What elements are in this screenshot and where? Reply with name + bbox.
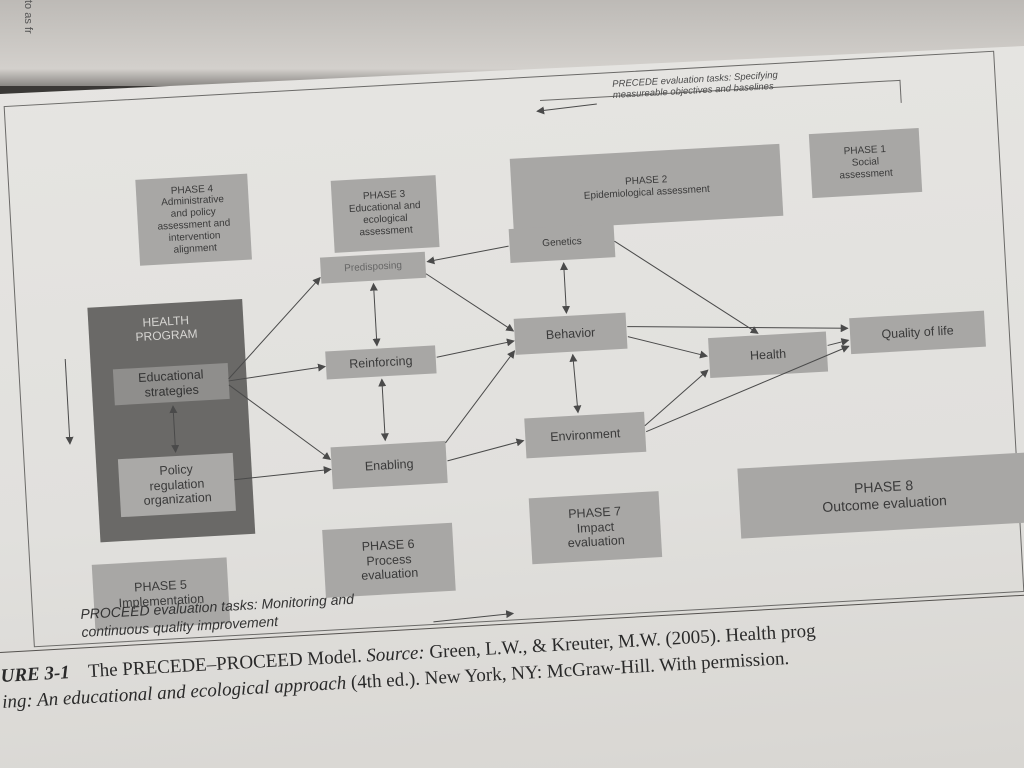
arrow-reinforcing-behavior: [436, 338, 515, 358]
arrow-edu-predisposing: [228, 276, 321, 380]
arrow-precede-left: [536, 103, 597, 115]
arrow-behavior-environment: [569, 353, 582, 414]
diagram-arrows: [64, 103, 850, 623]
arrow-enabling-environment: [447, 438, 525, 462]
arrow-genetics-behavior: [560, 262, 571, 314]
arrow-predisposing-reinforcing: [369, 282, 381, 347]
arrow-genetics-predisposing: [426, 245, 509, 265]
arrow-behavior-qol: [627, 324, 849, 333]
arrow-enabling-behavior: [445, 350, 516, 444]
arrow-behavior-health: [627, 336, 709, 359]
precede-proceed-diagram: PHASE 4 Administrative and policy assess…: [38, 92, 1024, 665]
arrow-edu-enabling: [228, 384, 332, 460]
arrow-edu-reinforcing: [228, 363, 327, 382]
margin-text: to as fr: [22, 0, 34, 34]
arrow-reinforcing-enabling: [378, 378, 389, 442]
arrow-environment-health: [644, 369, 709, 427]
arrow-predisposing-behavior: [425, 273, 515, 332]
arrow-proceed-down: [64, 358, 74, 445]
arrow-genetics-health: [614, 240, 759, 334]
figure-label: URE 3-1: [0, 662, 71, 687]
arrow-health-qol: [827, 338, 850, 346]
caption-source-label: Source:: [365, 642, 426, 667]
arrow-edu-policy: [169, 405, 180, 454]
arrow-policy-enabling: [234, 466, 332, 481]
arrow-proceed-right: [433, 610, 515, 623]
arrow-environment-qol: [645, 345, 850, 433]
